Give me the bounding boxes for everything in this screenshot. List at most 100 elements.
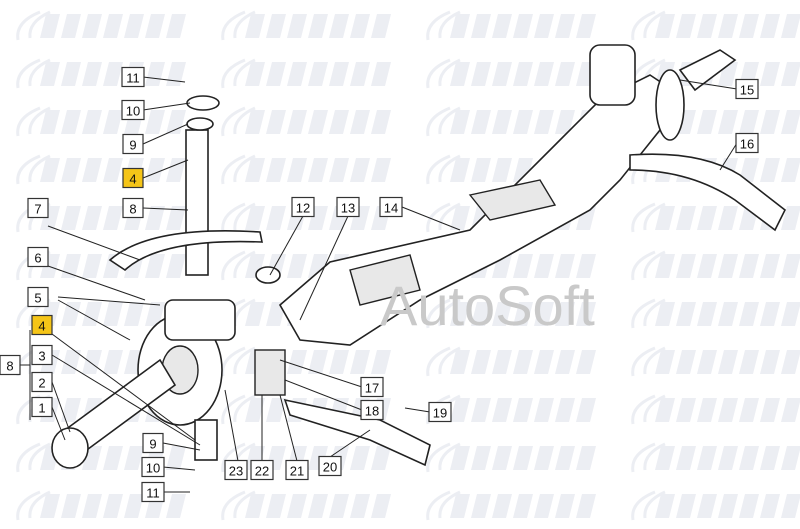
callout-1: 1 — [31, 396, 53, 418]
gasket — [186, 95, 220, 111]
thrust-spring — [254, 349, 286, 396]
callout-number: 9 — [129, 138, 136, 153]
callout-9: 9 — [122, 133, 144, 155]
watermark-logo — [16, 490, 186, 521]
callout-number: 2 — [38, 376, 45, 391]
callout-5: 5 — [27, 286, 49, 308]
watermark-logo — [631, 394, 800, 425]
callout-19: 19 — [428, 401, 452, 423]
callout-number: 9 — [149, 437, 156, 452]
callout-number: 17 — [365, 381, 379, 396]
brand-watermark: AutoSoft — [380, 274, 595, 337]
right-steering-arm — [629, 153, 787, 232]
callout-number: 3 — [38, 349, 45, 364]
callout-number: 7 — [34, 202, 41, 217]
front-axle-drawing — [51, 44, 787, 469]
watermark-logo — [16, 202, 186, 233]
callout-2: 2 — [31, 371, 53, 393]
watermark-logo — [16, 10, 186, 41]
callout-number: 8 — [6, 359, 13, 374]
callout-number: 14 — [384, 201, 398, 216]
right-hub — [655, 69, 685, 141]
callout-18: 18 — [360, 399, 384, 421]
callout-number: 19 — [433, 406, 447, 421]
watermark-logo — [631, 250, 800, 281]
watermark-logo — [426, 298, 596, 329]
callout-7: 7 — [27, 197, 49, 219]
callout-number: 20 — [323, 460, 337, 475]
callout-10: 10 — [141, 456, 165, 478]
watermark-logo — [221, 154, 391, 185]
knuckle-body — [164, 299, 236, 341]
watermark-logo — [221, 346, 391, 377]
callout-number: 23 — [229, 464, 243, 479]
callout-16: 16 — [735, 132, 759, 154]
king-pin — [185, 129, 209, 276]
callout-number: 8 — [129, 202, 136, 217]
callout-number: 12 — [296, 201, 310, 216]
callout-22: 22 — [250, 459, 274, 481]
callout-10: 10 — [121, 99, 145, 121]
callout-23: 23 — [224, 459, 248, 481]
bush-ring — [255, 266, 281, 284]
callout-number: 10 — [146, 461, 160, 476]
callout-8: 8 — [0, 354, 21, 376]
watermark-logo — [631, 346, 800, 377]
callout-number: 15 — [740, 83, 754, 98]
watermark-logo — [631, 442, 800, 473]
watermark-logo — [426, 10, 596, 41]
watermark-logo — [16, 154, 186, 185]
callout-11: 11 — [141, 481, 165, 503]
washer — [186, 117, 214, 131]
leader-lines — [20, 76, 738, 493]
callout-13: 13 — [336, 196, 360, 218]
callout-number: 13 — [341, 201, 355, 216]
watermark-logo — [16, 58, 186, 89]
callout-number: 16 — [740, 137, 754, 152]
beam-pad — [349, 254, 421, 306]
watermark-logo — [221, 10, 391, 41]
callout-number: 10 — [126, 104, 140, 119]
watermark-logo — [221, 490, 391, 521]
watermark-logo — [426, 346, 596, 377]
callout-15: 15 — [735, 78, 759, 100]
callout-number: 22 — [255, 464, 269, 479]
watermark-logo — [631, 298, 800, 329]
watermark-logo — [16, 106, 186, 137]
callout-8: 8 — [122, 197, 144, 219]
callout-4: 4 — [31, 314, 53, 336]
watermark-logo — [426, 58, 596, 89]
watermark-logo — [631, 490, 800, 521]
tie-rod — [108, 230, 263, 272]
callout-12: 12 — [291, 196, 315, 218]
watermark-logo — [631, 10, 800, 41]
callout-3: 3 — [31, 344, 53, 366]
callout-14: 14 — [379, 196, 403, 218]
spindle-nut — [51, 427, 89, 469]
callout-11: 11 — [121, 66, 145, 88]
callout-number: 11 — [146, 486, 160, 501]
callout-17: 17 — [360, 376, 384, 398]
callout-20: 20 — [318, 455, 342, 477]
watermark-logo — [221, 58, 391, 89]
right-spindle — [678, 49, 737, 92]
callout-number: 5 — [34, 291, 41, 306]
watermark-logo — [16, 298, 186, 329]
watermark-logo — [426, 106, 596, 137]
callout-21: 21 — [285, 459, 309, 481]
callout-4: 4 — [122, 167, 144, 189]
watermark-logo — [221, 106, 391, 137]
watermark-logo — [426, 442, 596, 473]
callout-number: 11 — [126, 71, 140, 86]
callout-number: 18 — [365, 404, 379, 419]
callout-number: 1 — [38, 401, 45, 416]
watermark-logo — [426, 394, 596, 425]
lower-pin-boss — [194, 419, 218, 461]
callout-number: 6 — [34, 251, 41, 266]
callout-number: 4 — [38, 319, 45, 334]
callout-6: 6 — [27, 246, 49, 268]
callout-number: 4 — [129, 172, 136, 187]
watermark-logo — [426, 490, 596, 521]
